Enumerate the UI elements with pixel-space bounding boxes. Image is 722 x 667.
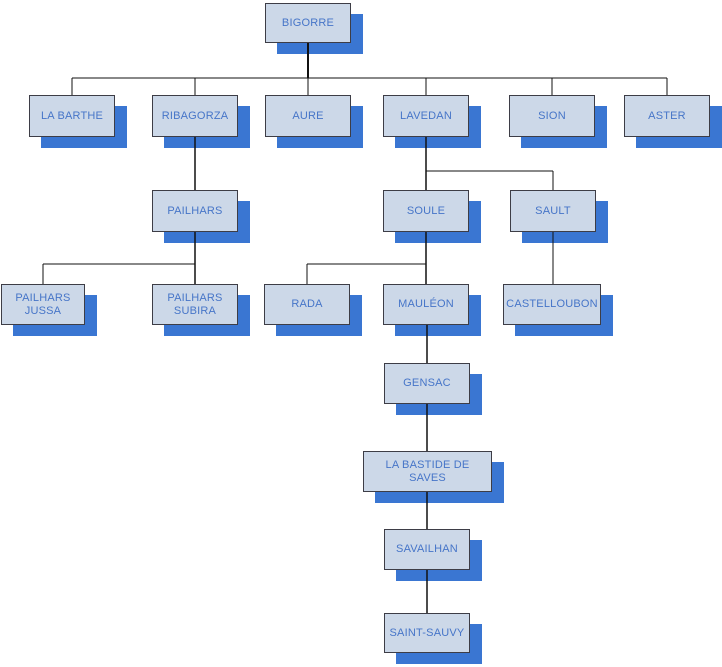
node-sion[interactable]: SION <box>509 95 595 137</box>
node-saint-sauvy[interactable]: SAINT-SAUVY <box>384 613 470 653</box>
node-label: SAINT-SAUVY <box>389 626 465 639</box>
node-pailhars[interactable]: PAILHARS <box>152 190 238 232</box>
node-label: PAILHARS SUBIRA <box>167 291 223 317</box>
node-la-barthe[interactable]: LA BARTHE <box>29 95 115 137</box>
node-rada[interactable]: RADA <box>264 284 350 325</box>
node-gensac[interactable]: GENSAC <box>384 363 470 404</box>
node-label: GENSAC <box>403 377 451 389</box>
node-label: PAILHARS JUSSA <box>15 291 71 317</box>
node-label: SAULT <box>535 204 571 217</box>
node-label: ASTER <box>648 109 686 122</box>
node-label: RADA <box>291 298 323 310</box>
node-ribagorza[interactable]: RIBAGORZA <box>152 95 238 137</box>
node-label: CASTELLOUBON <box>506 298 598 310</box>
node-soule[interactable]: SOULE <box>383 190 469 232</box>
node-label: PAILHARS <box>167 204 223 217</box>
node-label: LA BASTIDE DE SAVES <box>385 458 470 484</box>
node-label: MAULÉON <box>398 298 454 310</box>
node-mauleon[interactable]: MAULÉON <box>383 284 469 325</box>
node-sault[interactable]: SAULT <box>510 190 596 232</box>
node-lavedan[interactable]: LAVEDAN <box>383 95 469 137</box>
node-label: SAVAILHAN <box>396 543 458 555</box>
node-label: SION <box>538 109 566 122</box>
node-label: LAVEDAN <box>400 109 452 122</box>
node-label: AURE <box>292 109 324 122</box>
node-savailhan[interactable]: SAVAILHAN <box>384 529 470 570</box>
node-bigorre[interactable]: BIGORRE <box>265 3 351 43</box>
node-aster[interactable]: ASTER <box>624 95 710 137</box>
node-label: SOULE <box>406 204 446 217</box>
node-pailhars-jussa[interactable]: PAILHARS JUSSA <box>1 284 85 325</box>
node-label: BIGORRE <box>281 16 335 29</box>
node-castelloubon[interactable]: CASTELLOUBON <box>503 284 601 325</box>
node-la-bastide-de-saves[interactable]: LA BASTIDE DE SAVES <box>363 451 492 492</box>
node-aure[interactable]: AURE <box>265 95 351 137</box>
node-label: RIBAGORZA <box>161 109 229 122</box>
node-pailhars-subira[interactable]: PAILHARS SUBIRA <box>152 284 238 325</box>
node-label: LA BARTHE <box>40 109 104 122</box>
